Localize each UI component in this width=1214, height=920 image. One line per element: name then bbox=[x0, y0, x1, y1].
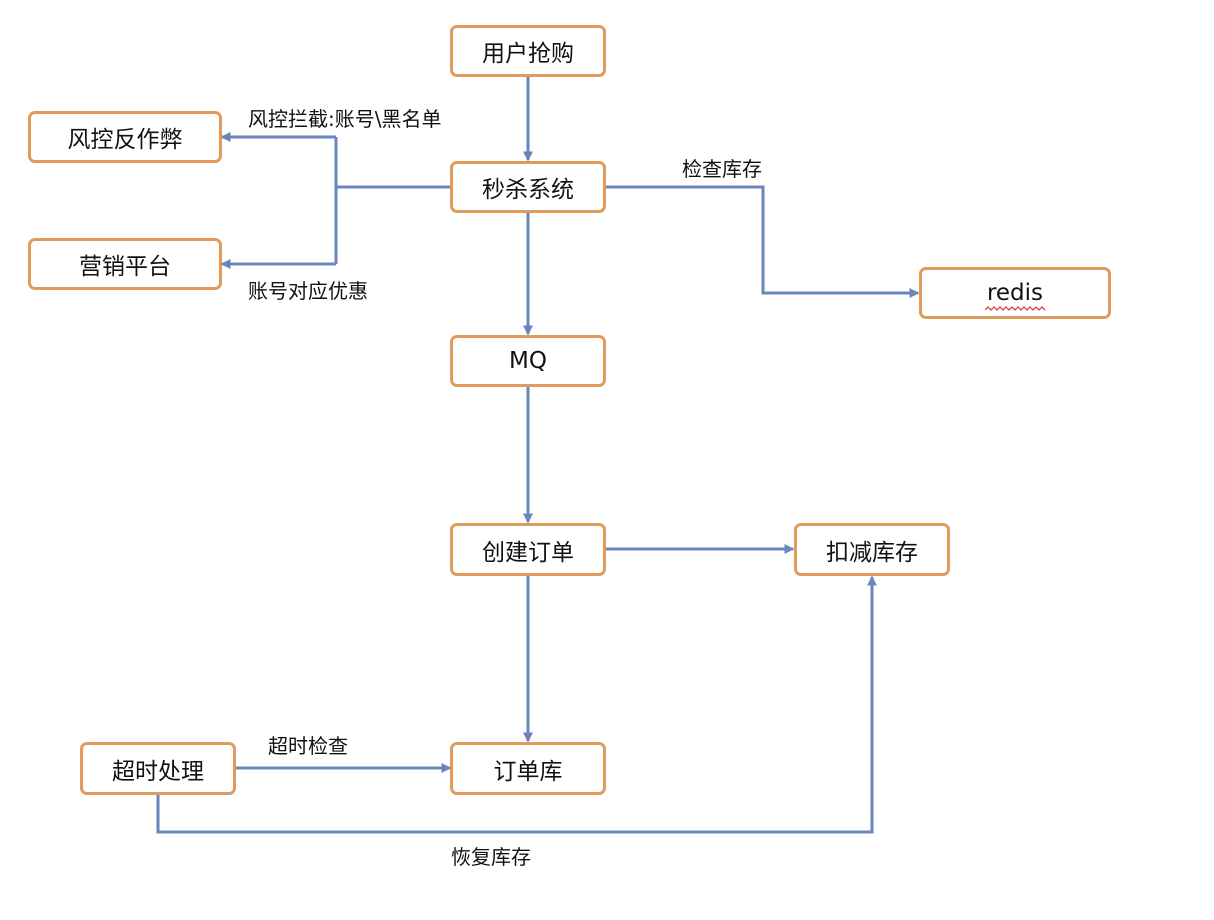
label-restore-inventory: 恢复库存 bbox=[451, 845, 531, 869]
node-redis-label: redis bbox=[986, 280, 1044, 306]
node-timeout-handler[interactable]: 超时处理 bbox=[80, 742, 236, 795]
edge-timeout-to-deduct bbox=[156, 575, 877, 834]
node-risk-control[interactable]: 风控反作弊 bbox=[28, 111, 222, 163]
node-flash-sale-system[interactable]: 秒杀系统 bbox=[450, 161, 606, 213]
label-account-discount: 账号对应优惠 bbox=[248, 279, 368, 303]
label-check-inventory: 检查库存 bbox=[682, 157, 762, 181]
edge-flash-sale-to-redis bbox=[605, 185, 920, 298]
node-order-db[interactable]: 订单库 bbox=[450, 742, 606, 795]
node-create-order[interactable]: 创建订单 bbox=[450, 523, 606, 576]
node-user-purchase[interactable]: 用户抢购 bbox=[450, 25, 606, 77]
node-mq[interactable]: MQ bbox=[450, 335, 606, 387]
node-marketing-platform[interactable]: 营销平台 bbox=[28, 238, 222, 290]
spellcheck-underline bbox=[985, 306, 1046, 311]
label-timeout-check: 超时检查 bbox=[268, 734, 348, 758]
node-deduct-inventory[interactable]: 扣减库存 bbox=[794, 523, 950, 576]
label-risk-intercept: 风控拦截:账号\黑名单 bbox=[248, 107, 442, 131]
